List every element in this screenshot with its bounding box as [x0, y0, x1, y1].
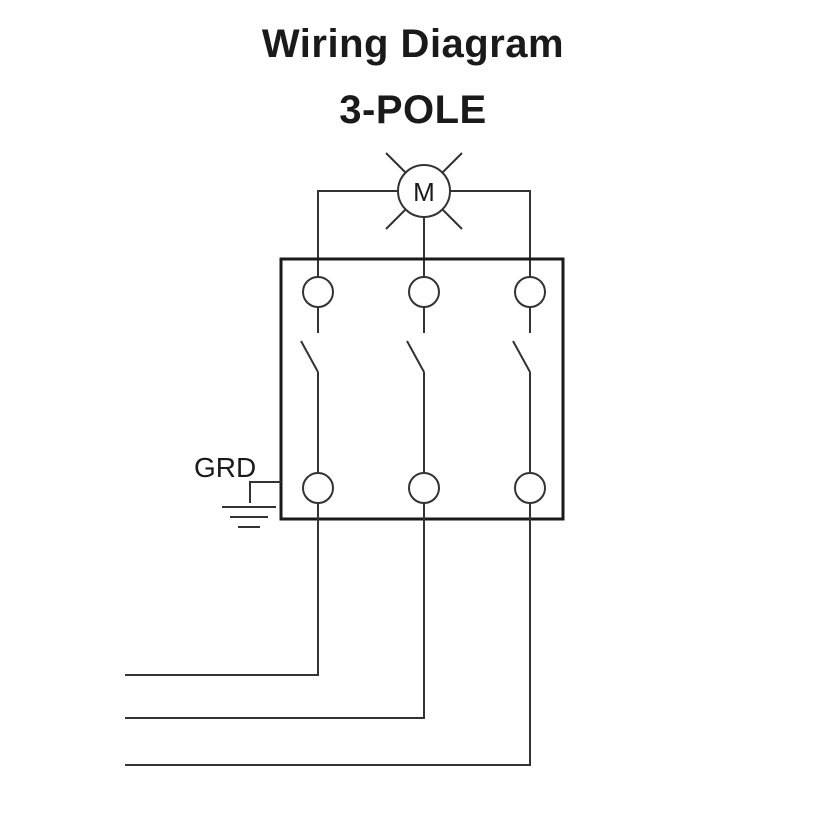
pole-2-bottom-terminal — [408, 472, 440, 504]
motor-ray-bottom-left — [385, 209, 406, 230]
pole-1 — [300, 276, 334, 504]
motor-ray-bottom-right — [442, 209, 463, 230]
pole-3 — [512, 276, 546, 504]
pole-1-top-terminal — [302, 276, 334, 308]
motor-ray-top-left — [385, 152, 406, 173]
motor-wire-left — [317, 190, 398, 278]
diagram-title: Wiring Diagram — [261, 22, 565, 66]
diagram-subtitle: 3-POLE — [339, 88, 487, 132]
pole-1-bottom-terminal — [302, 472, 334, 504]
pole-3-switch-blade — [512, 340, 531, 373]
pole-3-top-terminal — [514, 276, 546, 308]
pole-2-switch-blade — [406, 340, 425, 373]
supply-line-1 — [125, 503, 319, 676]
switch-enclosure — [279, 257, 565, 521]
supply-line-3 — [125, 503, 531, 766]
motor-wire-right — [450, 190, 531, 278]
pole-2 — [406, 276, 440, 504]
ground-lead — [249, 481, 281, 503]
pole-1-switch-blade — [300, 340, 319, 373]
ground-label: GRD — [194, 452, 256, 483]
motor-label: M — [413, 177, 435, 207]
supply-line-2 — [125, 503, 425, 719]
pole-2-top-terminal — [408, 276, 440, 308]
pole-3-bottom-terminal — [514, 472, 546, 504]
ground-symbol: GRD — [194, 452, 281, 528]
motor-ray-top-right — [442, 152, 463, 173]
